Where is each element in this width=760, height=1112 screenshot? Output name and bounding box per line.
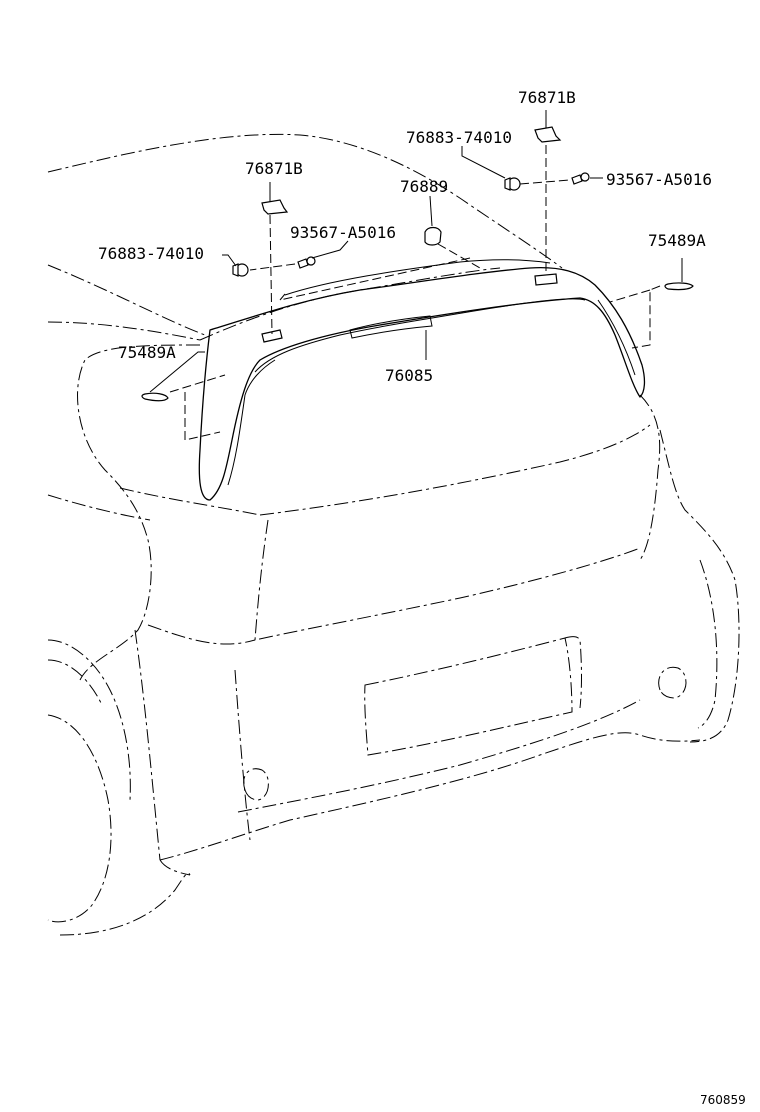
clip-left: [261, 199, 289, 215]
reference-code: 760859: [700, 1093, 746, 1107]
label-emblem-left: 75489A: [118, 343, 176, 362]
label-clip-left: 76871B: [245, 159, 303, 178]
emblem-right: [664, 282, 694, 291]
nut-left: [297, 256, 316, 269]
nut-right: [571, 172, 590, 185]
part-labels: 76871B 76883-74010 93567-A5016 76889 768…: [98, 88, 746, 1107]
label-nut-left: 93567-A5016: [290, 223, 396, 242]
rear-spoiler: [198, 259, 646, 501]
clip-top-right: [534, 126, 562, 143]
grommet: [424, 226, 442, 246]
screw-left: [232, 263, 249, 277]
label-emblem-right: 75489A: [648, 231, 706, 250]
label-screw-left: 76883-74010: [98, 244, 204, 263]
label-spoiler: 76085: [385, 366, 433, 385]
label-clip-top-right: 76871B: [518, 88, 576, 107]
label-screw-top-right: 76883-74010: [406, 128, 512, 147]
emblem-left: [141, 392, 169, 402]
label-grommet: 76889: [400, 177, 448, 196]
screw-top-right: [504, 177, 521, 191]
leader-lines: [149, 110, 683, 441]
car-body-outline: [47, 133, 740, 936]
label-nut-right: 93567-A5016: [606, 170, 712, 189]
